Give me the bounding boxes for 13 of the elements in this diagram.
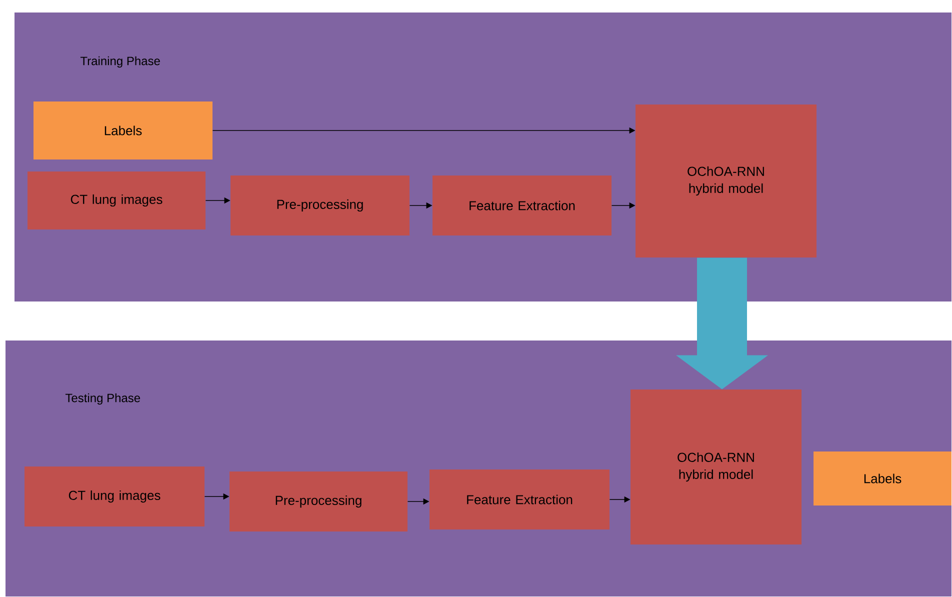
process-box: Pre-processing <box>230 176 410 236</box>
label-box: Labels <box>34 102 212 160</box>
label-box: Labels <box>814 452 952 506</box>
phase-heading: Training Phase <box>80 56 160 68</box>
process-box: Feature Extraction <box>430 470 610 530</box>
process-box: OChOA-RNN hybrid model <box>636 104 817 258</box>
process-box: OChOA-RNN hybrid model <box>630 390 802 544</box>
process-box: Feature Extraction <box>432 176 612 236</box>
process-box: CT lung images <box>28 172 206 230</box>
process-box: Pre-processing <box>230 472 408 532</box>
process-box: CT lung images <box>24 466 204 526</box>
block-arrow <box>676 258 768 390</box>
phase-heading: Testing Phase <box>65 393 140 405</box>
